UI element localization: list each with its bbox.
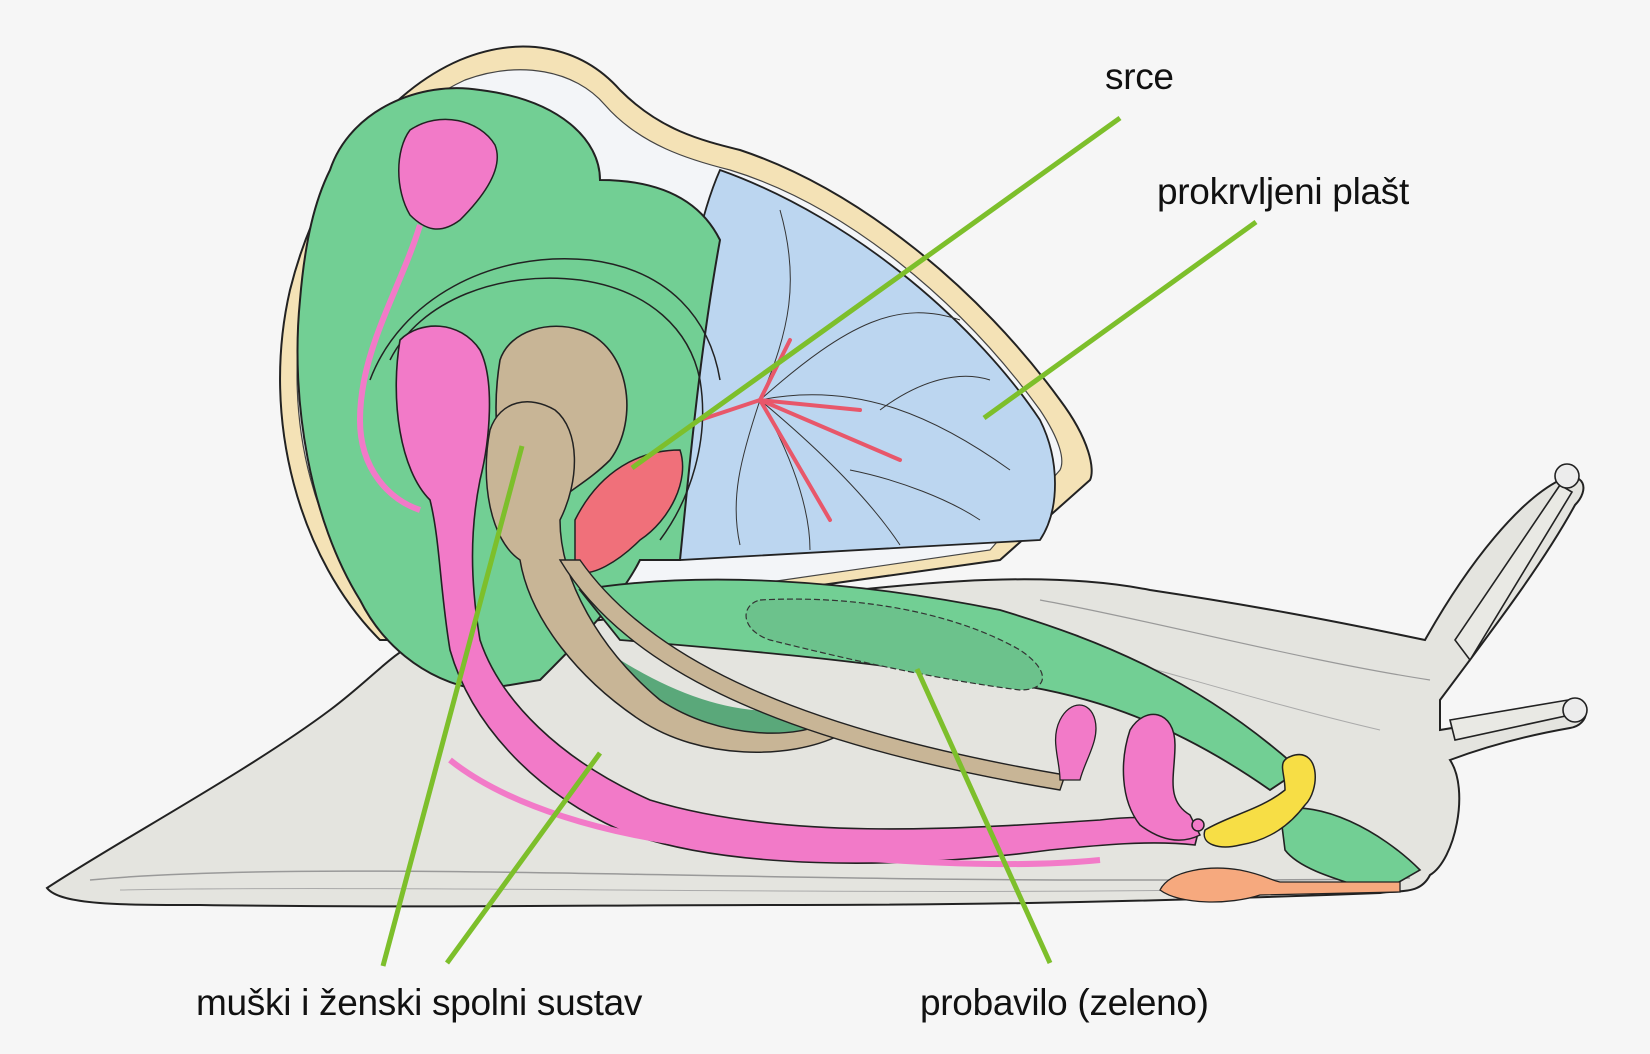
label-spolni-sustav: muški i ženski spolni sustav — [196, 982, 643, 1023]
label-probavilo: probavilo (zeleno) — [920, 982, 1209, 1023]
reproductive-system — [356, 118, 1205, 868]
tentacles — [1449, 463, 1588, 741]
label-srce: srce — [1105, 56, 1174, 97]
leader-spolni-1 — [380, 445, 525, 967]
leader-lines — [380, 115, 1258, 967]
leader-plast — [982, 219, 1258, 421]
leader-spolni-2 — [444, 751, 603, 965]
albumen-gland — [485, 325, 1066, 791]
salivary-gland — [1159, 867, 1401, 903]
nerve-ganglion — [1203, 754, 1316, 848]
heart — [574, 449, 684, 574]
leader-probavilo — [914, 667, 1053, 965]
leader-srce — [630, 115, 1122, 471]
label-prokrvljeni-plast: prokrvljeni plašt — [1157, 171, 1409, 212]
